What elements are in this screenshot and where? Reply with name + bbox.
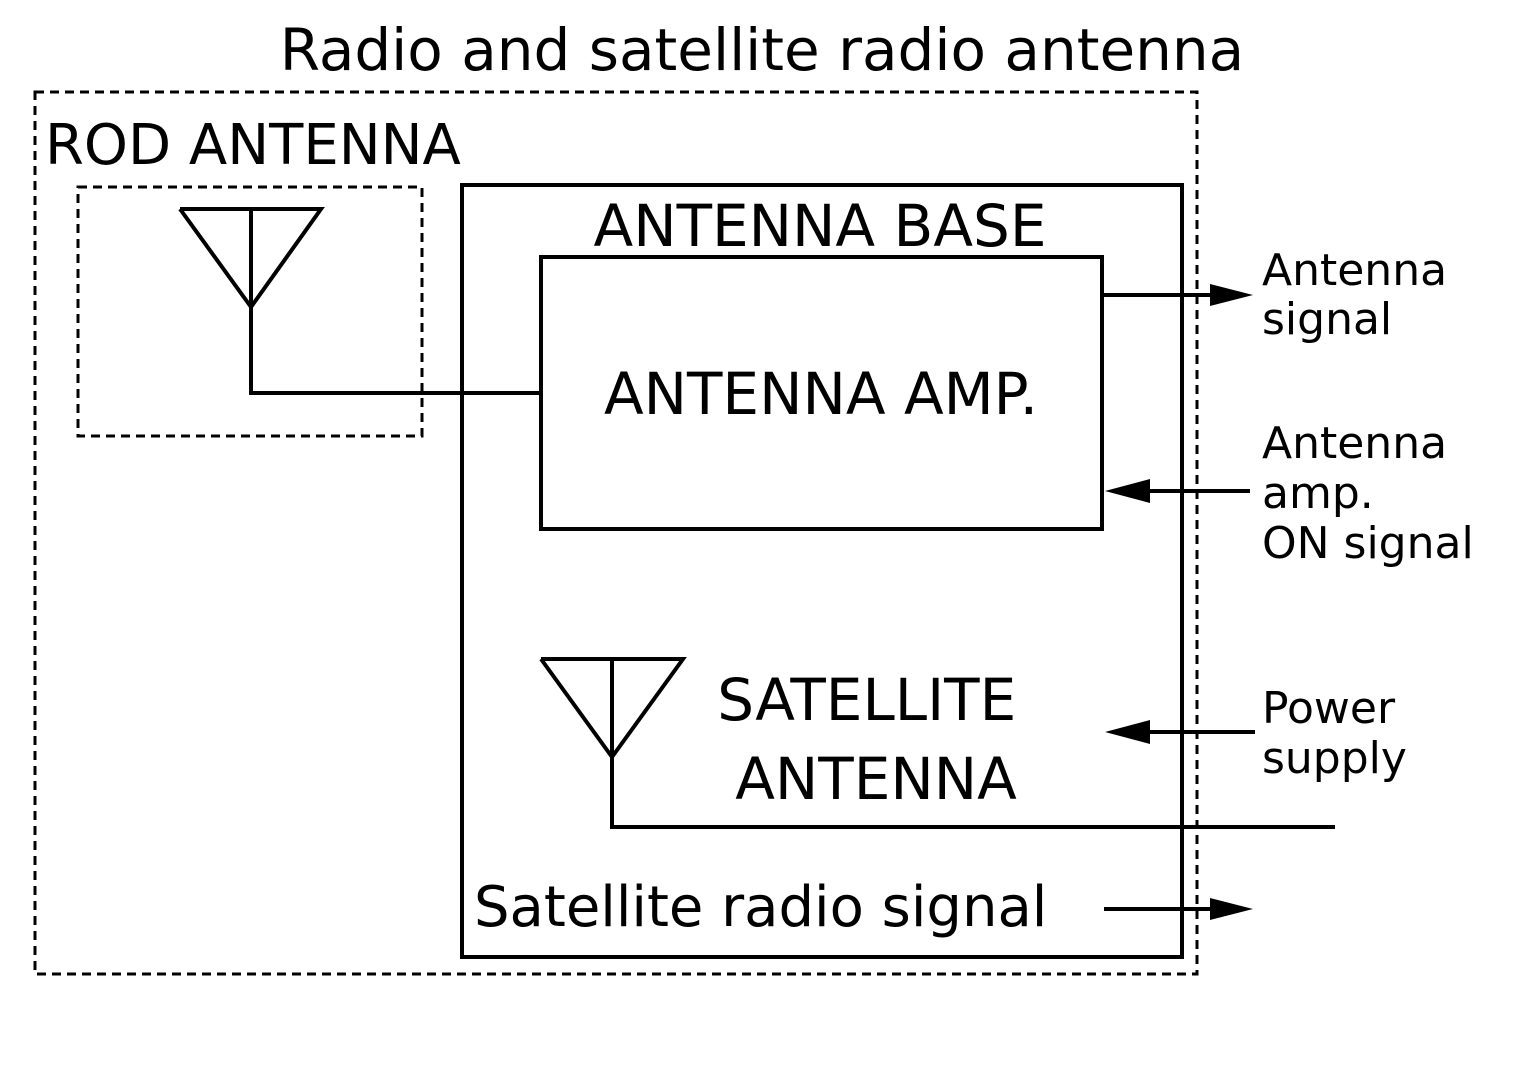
- satellite-radio-signal-label: Satellite radio signal: [474, 875, 1047, 940]
- satellite-radio-signal-arrow: [1104, 898, 1253, 920]
- power-supply-label: Power supply: [1262, 683, 1409, 784]
- outer-antenna-boundary: [33, 90, 1199, 976]
- satellite-antenna-icon: [539, 657, 1335, 829]
- rod-antenna-icon: [178, 207, 325, 393]
- antenna-amp-box: [539, 255, 1104, 531]
- rod-antenna-box: [76, 185, 424, 438]
- antenna-signal-arrow: [1102, 284, 1253, 306]
- antenna-signal-label: Antenna signal: [1262, 245, 1461, 345]
- diagram-title: Radio and satellite radio antenna: [280, 16, 1244, 84]
- antenna-base-box: [460, 183, 1184, 959]
- antenna-amp-on-signal-arrow: [1105, 479, 1250, 503]
- rod-antenna-label: ROD ANTENNA: [45, 113, 461, 178]
- antenna-amp-on-signal-label: Antenna amp. ON signal: [1262, 418, 1474, 569]
- power-supply-arrow: [1105, 720, 1255, 744]
- antenna-base-label: ANTENNA BASE: [594, 192, 1047, 260]
- satellite-antenna-label: SATELLITE ANTENNA: [717, 666, 1034, 813]
- antenna-amp-label: ANTENNA AMP.: [604, 360, 1038, 428]
